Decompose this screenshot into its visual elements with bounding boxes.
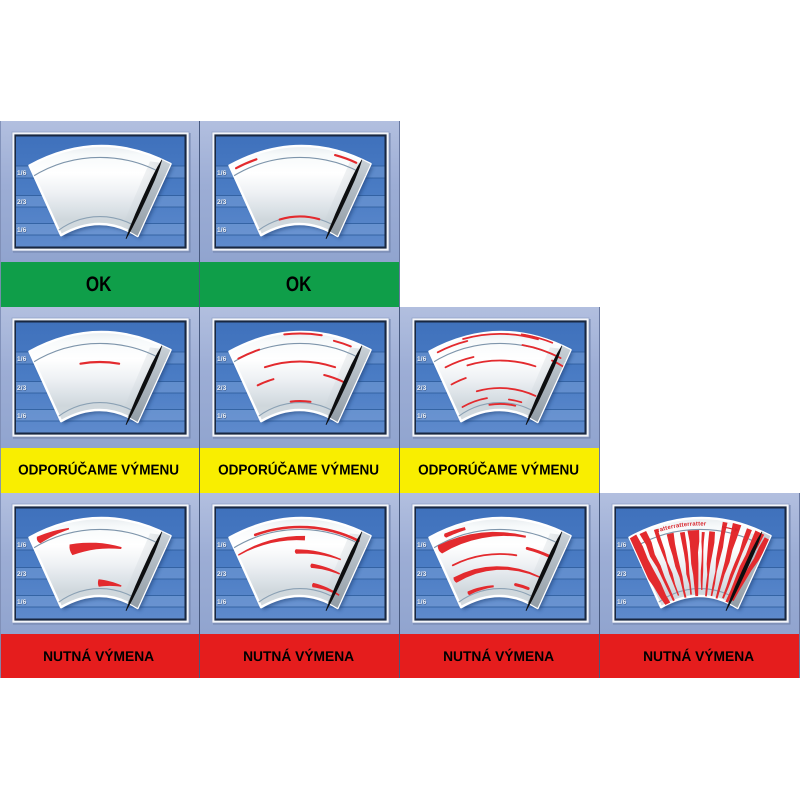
svg-text:2/3: 2/3 [417, 571, 427, 578]
svg-text:1/6: 1/6 [17, 356, 27, 363]
svg-text:1/6: 1/6 [217, 227, 227, 234]
svg-text:1/6: 1/6 [417, 413, 427, 420]
svg-text:1/6: 1/6 [417, 542, 427, 549]
svg-text:1/6: 1/6 [417, 542, 427, 549]
svg-text:1/6: 1/6 [17, 600, 27, 607]
svg-text:1/6: 1/6 [217, 413, 227, 420]
svg-text:2/3: 2/3 [217, 199, 227, 206]
svg-text:2/3: 2/3 [217, 572, 227, 579]
svg-text:1/6: 1/6 [17, 227, 27, 234]
svg-text:2/3: 2/3 [217, 200, 227, 207]
svg-text:1/6: 1/6 [417, 599, 427, 606]
svg-text:1/6: 1/6 [417, 356, 427, 363]
svg-text:1/6: 1/6 [217, 542, 227, 549]
svg-text:OK: OK [286, 273, 312, 296]
svg-text:2/3: 2/3 [17, 571, 27, 578]
svg-text:1/6: 1/6 [617, 542, 627, 549]
svg-text:1/6: 1/6 [17, 170, 27, 177]
svg-text:1/6: 1/6 [17, 413, 27, 420]
svg-text:NUTNÁ VÝMENA: NUTNÁ VÝMENA [643, 648, 754, 664]
svg-text:2/3: 2/3 [217, 385, 227, 392]
svg-text:2/3: 2/3 [17, 385, 27, 392]
svg-text:1/6: 1/6 [217, 170, 227, 177]
svg-text:1/6: 1/6 [17, 542, 27, 549]
svg-text:1/6: 1/6 [217, 599, 227, 606]
svg-text:1/6: 1/6 [217, 356, 227, 363]
svg-text:2/3: 2/3 [17, 386, 27, 393]
svg-text:2/3: 2/3 [17, 572, 27, 579]
svg-text:1/6: 1/6 [617, 542, 627, 549]
svg-text:2/3: 2/3 [617, 572, 627, 579]
svg-text:1/6: 1/6 [17, 542, 27, 549]
svg-text:1/6: 1/6 [17, 170, 27, 177]
svg-text:1/6: 1/6 [417, 600, 427, 607]
svg-text:2/3: 2/3 [417, 386, 427, 393]
svg-text:NUTNÁ VÝMENA: NUTNÁ VÝMENA [243, 648, 354, 664]
svg-text:1/6: 1/6 [17, 228, 27, 235]
svg-text:ODPORÚČAME VÝMENU: ODPORÚČAME VÝMENU [218, 462, 379, 479]
svg-text:2/3: 2/3 [417, 572, 427, 579]
svg-text:1/6: 1/6 [17, 356, 27, 363]
svg-text:1/6: 1/6 [217, 600, 227, 607]
svg-text:2/3: 2/3 [217, 571, 227, 578]
svg-text:2/3: 2/3 [17, 200, 27, 207]
svg-text:1/6: 1/6 [217, 414, 227, 421]
svg-text:2/3: 2/3 [17, 199, 27, 206]
svg-text:2/3: 2/3 [617, 571, 627, 578]
svg-text:1/6: 1/6 [217, 542, 227, 549]
svg-text:1/6: 1/6 [217, 356, 227, 363]
svg-text:1/6: 1/6 [417, 356, 427, 363]
svg-text:1/6: 1/6 [217, 170, 227, 177]
svg-text:1/6: 1/6 [617, 600, 627, 607]
svg-text:ODPORÚČAME VÝMENU: ODPORÚČAME VÝMENU [418, 462, 579, 479]
svg-text:OK: OK [86, 273, 112, 296]
svg-text:1/6: 1/6 [217, 228, 227, 235]
svg-text:NUTNÁ VÝMENA: NUTNÁ VÝMENA [43, 648, 154, 664]
svg-text:NUTNÁ VÝMENA: NUTNÁ VÝMENA [443, 648, 554, 664]
svg-text:2/3: 2/3 [417, 385, 427, 392]
svg-text:1/6: 1/6 [17, 414, 27, 421]
svg-text:ODPORÚČAME VÝMENU: ODPORÚČAME VÝMENU [18, 462, 179, 479]
svg-text:1/6: 1/6 [417, 414, 427, 421]
svg-text:1/6: 1/6 [617, 599, 627, 606]
svg-text:1/6: 1/6 [17, 599, 27, 606]
svg-text:2/3: 2/3 [217, 386, 227, 393]
